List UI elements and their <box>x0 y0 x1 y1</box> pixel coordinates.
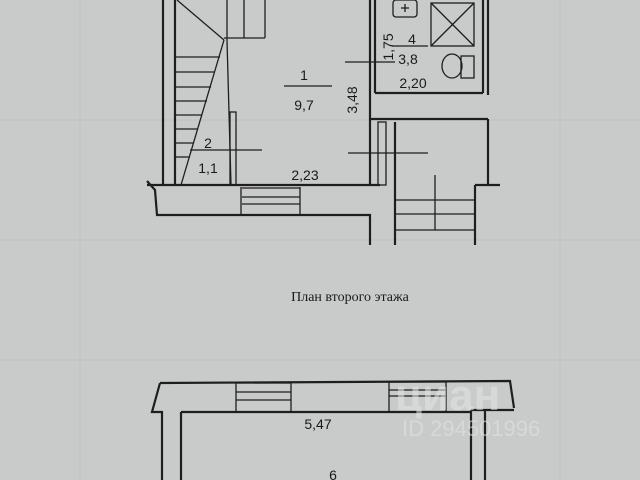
watermark-id: ID 294501996 <box>402 416 540 441</box>
corridor <box>240 119 500 245</box>
sink-icon <box>392 0 418 18</box>
room-1-width-dimension: 2,23 <box>291 167 318 183</box>
room-2-area: 1,1 <box>198 160 218 176</box>
room-2-number: 2 <box>204 135 212 151</box>
lower-width-dimension: 5,47 <box>304 416 331 432</box>
shower-icon <box>430 2 475 47</box>
room-1-height-dimension: 3,48 <box>344 86 360 113</box>
room-1-number: 1 <box>300 67 308 83</box>
lower-floor-plan: 5,47 6 <box>150 379 516 480</box>
section-title: План второго этажа <box>291 290 410 305</box>
room-4-number: 4 <box>408 31 416 47</box>
room-4-area: 3,8 <box>398 51 418 67</box>
room-6-number: 6 <box>329 467 337 480</box>
watermark-brand: циан <box>395 371 500 420</box>
watermark: циан ID 294501996 <box>395 371 540 441</box>
staircase <box>176 0 266 186</box>
bathroom <box>345 0 490 121</box>
toilet-icon <box>441 53 463 79</box>
room-1-area: 9,7 <box>294 97 314 113</box>
room-4-height-dimension: 1,75 <box>380 33 396 60</box>
room-4-width-dimension: 2,20 <box>399 75 426 91</box>
upper-floor-plan: 1 9,7 3,48 2 1,1 2,23 4 3,8 1,75 2,20 <box>146 0 500 245</box>
